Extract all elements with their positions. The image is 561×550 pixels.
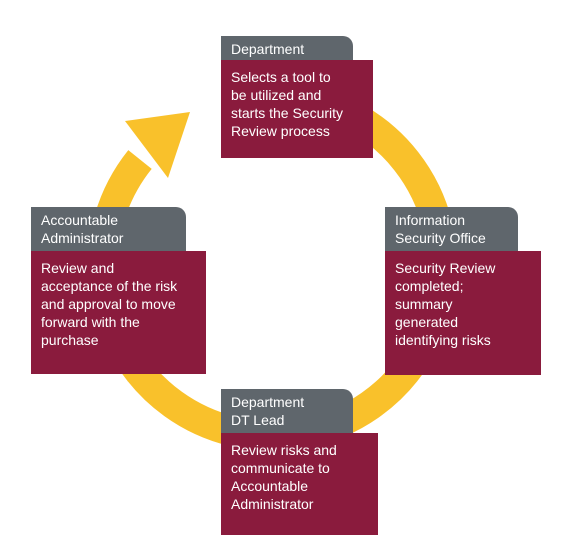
step-information-security-office-role-tab: Information Security Office: [385, 207, 518, 251]
step-department-dt-lead-role-tab: Department DT Lead: [221, 389, 353, 433]
step-information-security-office-description: Security Review completed; summary gener…: [385, 251, 541, 375]
step-accountable-administrator-role-tab: Accountable Administrator: [31, 207, 186, 251]
step-department-dt-lead-description: Review risks and communicate to Accounta…: [221, 433, 378, 535]
step-department-description: Selects a tool to be utilized and starts…: [221, 60, 373, 158]
cycle-arrowhead: [125, 112, 190, 178]
step-accountable-administrator-description: Review and acceptance of the risk and ap…: [31, 251, 206, 374]
step-department-role-tab: Department: [221, 36, 353, 60]
